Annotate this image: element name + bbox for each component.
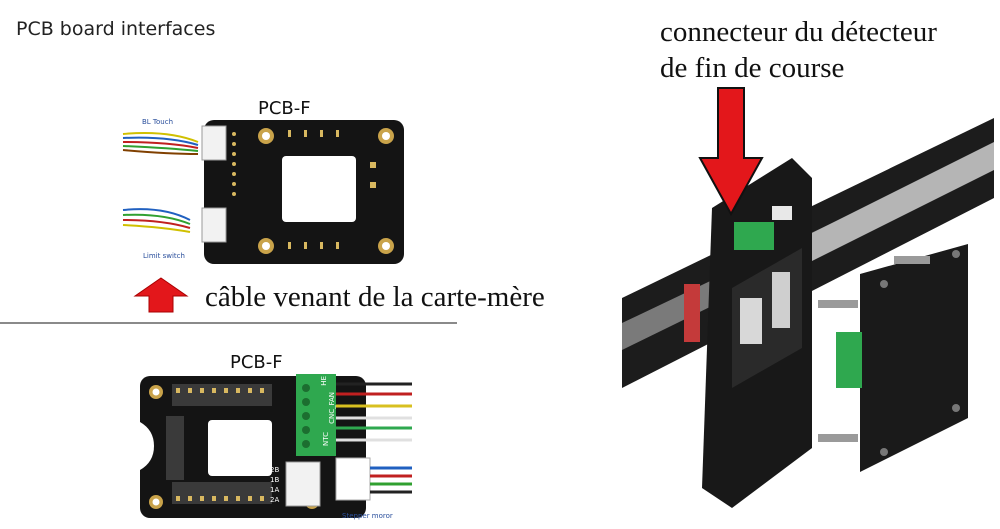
section-divider bbox=[0, 322, 457, 324]
stepper-pin-1a: 1A bbox=[270, 486, 279, 494]
stepper-pin-2a: 2A bbox=[270, 496, 279, 504]
stepper-pin-2b: 2B bbox=[270, 466, 279, 474]
terminal-label-he: HE bbox=[320, 376, 328, 386]
caption-line-1: connecteur du détecteur bbox=[660, 14, 937, 50]
down-arrow-icon bbox=[698, 86, 764, 218]
bl-touch-wires bbox=[123, 133, 198, 154]
bl-touch-label: BL Touch bbox=[142, 118, 173, 126]
stepper-pin-1b: 1B bbox=[270, 476, 279, 484]
cable-from-mainboard-caption: câble venant de la carte-mère bbox=[205, 281, 545, 314]
stepper-label: Stepper moror bbox=[342, 512, 393, 520]
limit-switch-wires bbox=[123, 209, 190, 232]
limit-switch-label: Limit switch bbox=[143, 252, 185, 260]
top-pcb-image bbox=[118, 112, 418, 272]
limit-switch-connector-caption: connecteur du détecteur de fin de course bbox=[660, 14, 937, 86]
up-arrow-icon bbox=[133, 276, 189, 314]
carriage-photo bbox=[622, 88, 994, 524]
caption-line-2: de fin de course bbox=[660, 50, 937, 86]
terminal-label-ntc: NTC bbox=[322, 432, 330, 446]
terminal-label-cnc-fan: CNC_FAN bbox=[328, 392, 336, 424]
page-title: PCB board interfaces bbox=[16, 18, 215, 40]
